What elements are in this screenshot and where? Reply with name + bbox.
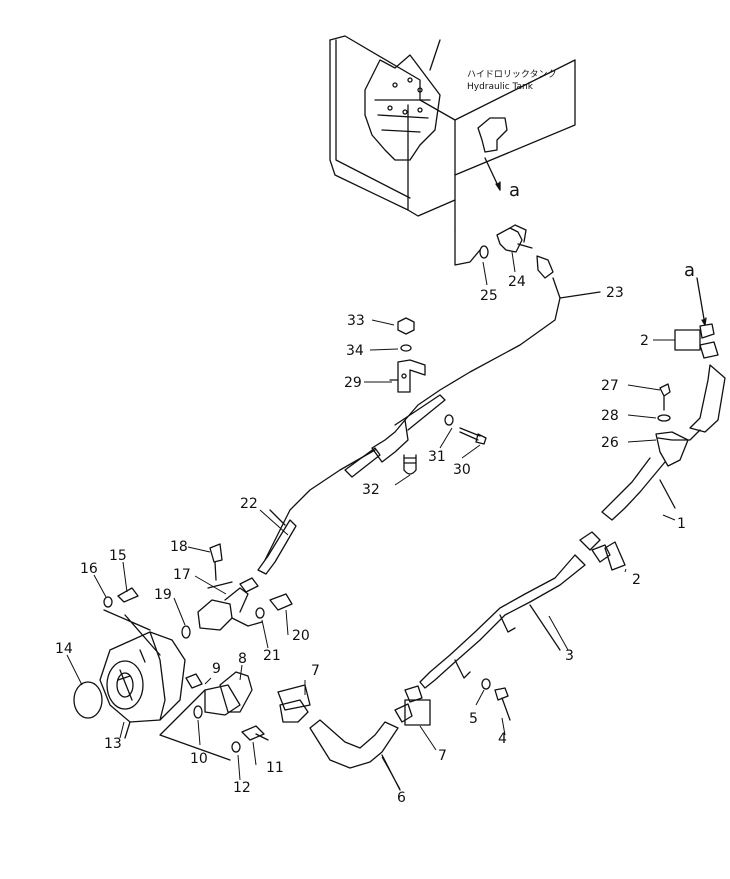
pipe-6: [309, 719, 399, 769]
callout-12: 12: [233, 780, 251, 796]
nut-33: [397, 317, 415, 335]
hydraulic-tank: [329, 35, 576, 231]
hose-1: [601, 457, 666, 521]
o-ring-14: [73, 681, 103, 719]
washer-34: [400, 344, 412, 352]
flange-17: [197, 599, 233, 631]
callout-34: 34: [346, 343, 364, 359]
bolt-15: [117, 587, 139, 603]
hose-clamp-2-upper: [699, 323, 715, 339]
callout-2-upper: 2: [640, 333, 649, 349]
washer-31: [444, 414, 454, 426]
callout-26: 26: [601, 435, 619, 451]
callout-21: 21: [263, 648, 281, 664]
clamp-26: [655, 431, 689, 467]
fitting-18: [209, 543, 223, 563]
washer-28: [657, 414, 671, 422]
bolt-4: [494, 687, 511, 721]
callout-2-lower: 2: [632, 572, 641, 588]
hose-clamp-2-lower: [579, 531, 601, 551]
callout-14: 14: [55, 641, 73, 657]
u-bolt-32: [403, 454, 417, 475]
clamp-29: [397, 359, 426, 393]
callout-15: 15: [109, 548, 127, 564]
o-ring-25: [479, 245, 489, 259]
callout-7-right: 7: [438, 748, 447, 764]
callout-16: 16: [80, 561, 98, 577]
washer-5: [481, 678, 491, 690]
washer-21: [255, 607, 265, 619]
callout-33: 33: [347, 313, 365, 329]
callout-8: 8: [238, 651, 247, 667]
callout-30: 30: [453, 462, 471, 478]
bolt-20: [269, 593, 293, 611]
bolt-11: [241, 725, 269, 741]
connection-letter-right: a: [684, 260, 695, 281]
callout-19: 19: [154, 587, 172, 603]
bolt-30: [459, 427, 487, 445]
hose-clamp-7-left: [279, 699, 309, 723]
bolt-27: [659, 383, 671, 411]
fitting-9: [185, 673, 203, 689]
callout-22: 22: [240, 496, 258, 512]
callout-31: 31: [428, 449, 446, 465]
o-ring-10: [193, 705, 203, 719]
callout-10: 10: [190, 751, 208, 767]
callout-1: 1: [677, 516, 686, 532]
callout-3: 3: [565, 648, 574, 664]
pipe-3: [419, 554, 586, 689]
connection-letter-tank: a: [509, 180, 520, 201]
hose-22: [264, 449, 376, 561]
fitting-23: [536, 255, 554, 279]
callout-4: 4: [498, 731, 507, 747]
hose-clamp-7-right: [394, 703, 413, 723]
callout-7-left: 7: [311, 663, 320, 679]
tank-label-en: Hydraulic Tank: [467, 82, 534, 92]
callout-24: 24: [508, 274, 526, 290]
callout-18: 18: [170, 539, 188, 555]
callout-32: 32: [362, 482, 380, 498]
washer-16: [103, 596, 113, 608]
callout-27: 27: [601, 378, 619, 394]
callout-25: 25: [480, 288, 498, 304]
elbow-24: [496, 224, 533, 253]
callout-20: 20: [292, 628, 310, 644]
callout-29: 29: [344, 375, 362, 391]
callout-17: 17: [173, 567, 191, 583]
callout-11: 11: [266, 760, 284, 776]
callout-23: 23: [606, 285, 624, 301]
hose-1-upper: [689, 364, 726, 433]
hydraulic-pump-13: [99, 631, 186, 723]
tank-label-jp: ハイドロリックタンク: [467, 69, 556, 80]
elbow-8: [219, 671, 253, 713]
washer-12: [231, 741, 241, 753]
o-ring-19: [181, 625, 191, 639]
callout-9: 9: [212, 661, 221, 677]
hose-23: [404, 277, 561, 421]
callout-6: 6: [397, 790, 406, 806]
callout-13: 13: [104, 736, 122, 752]
callout-5: 5: [469, 711, 478, 727]
callout-28: 28: [601, 408, 619, 424]
